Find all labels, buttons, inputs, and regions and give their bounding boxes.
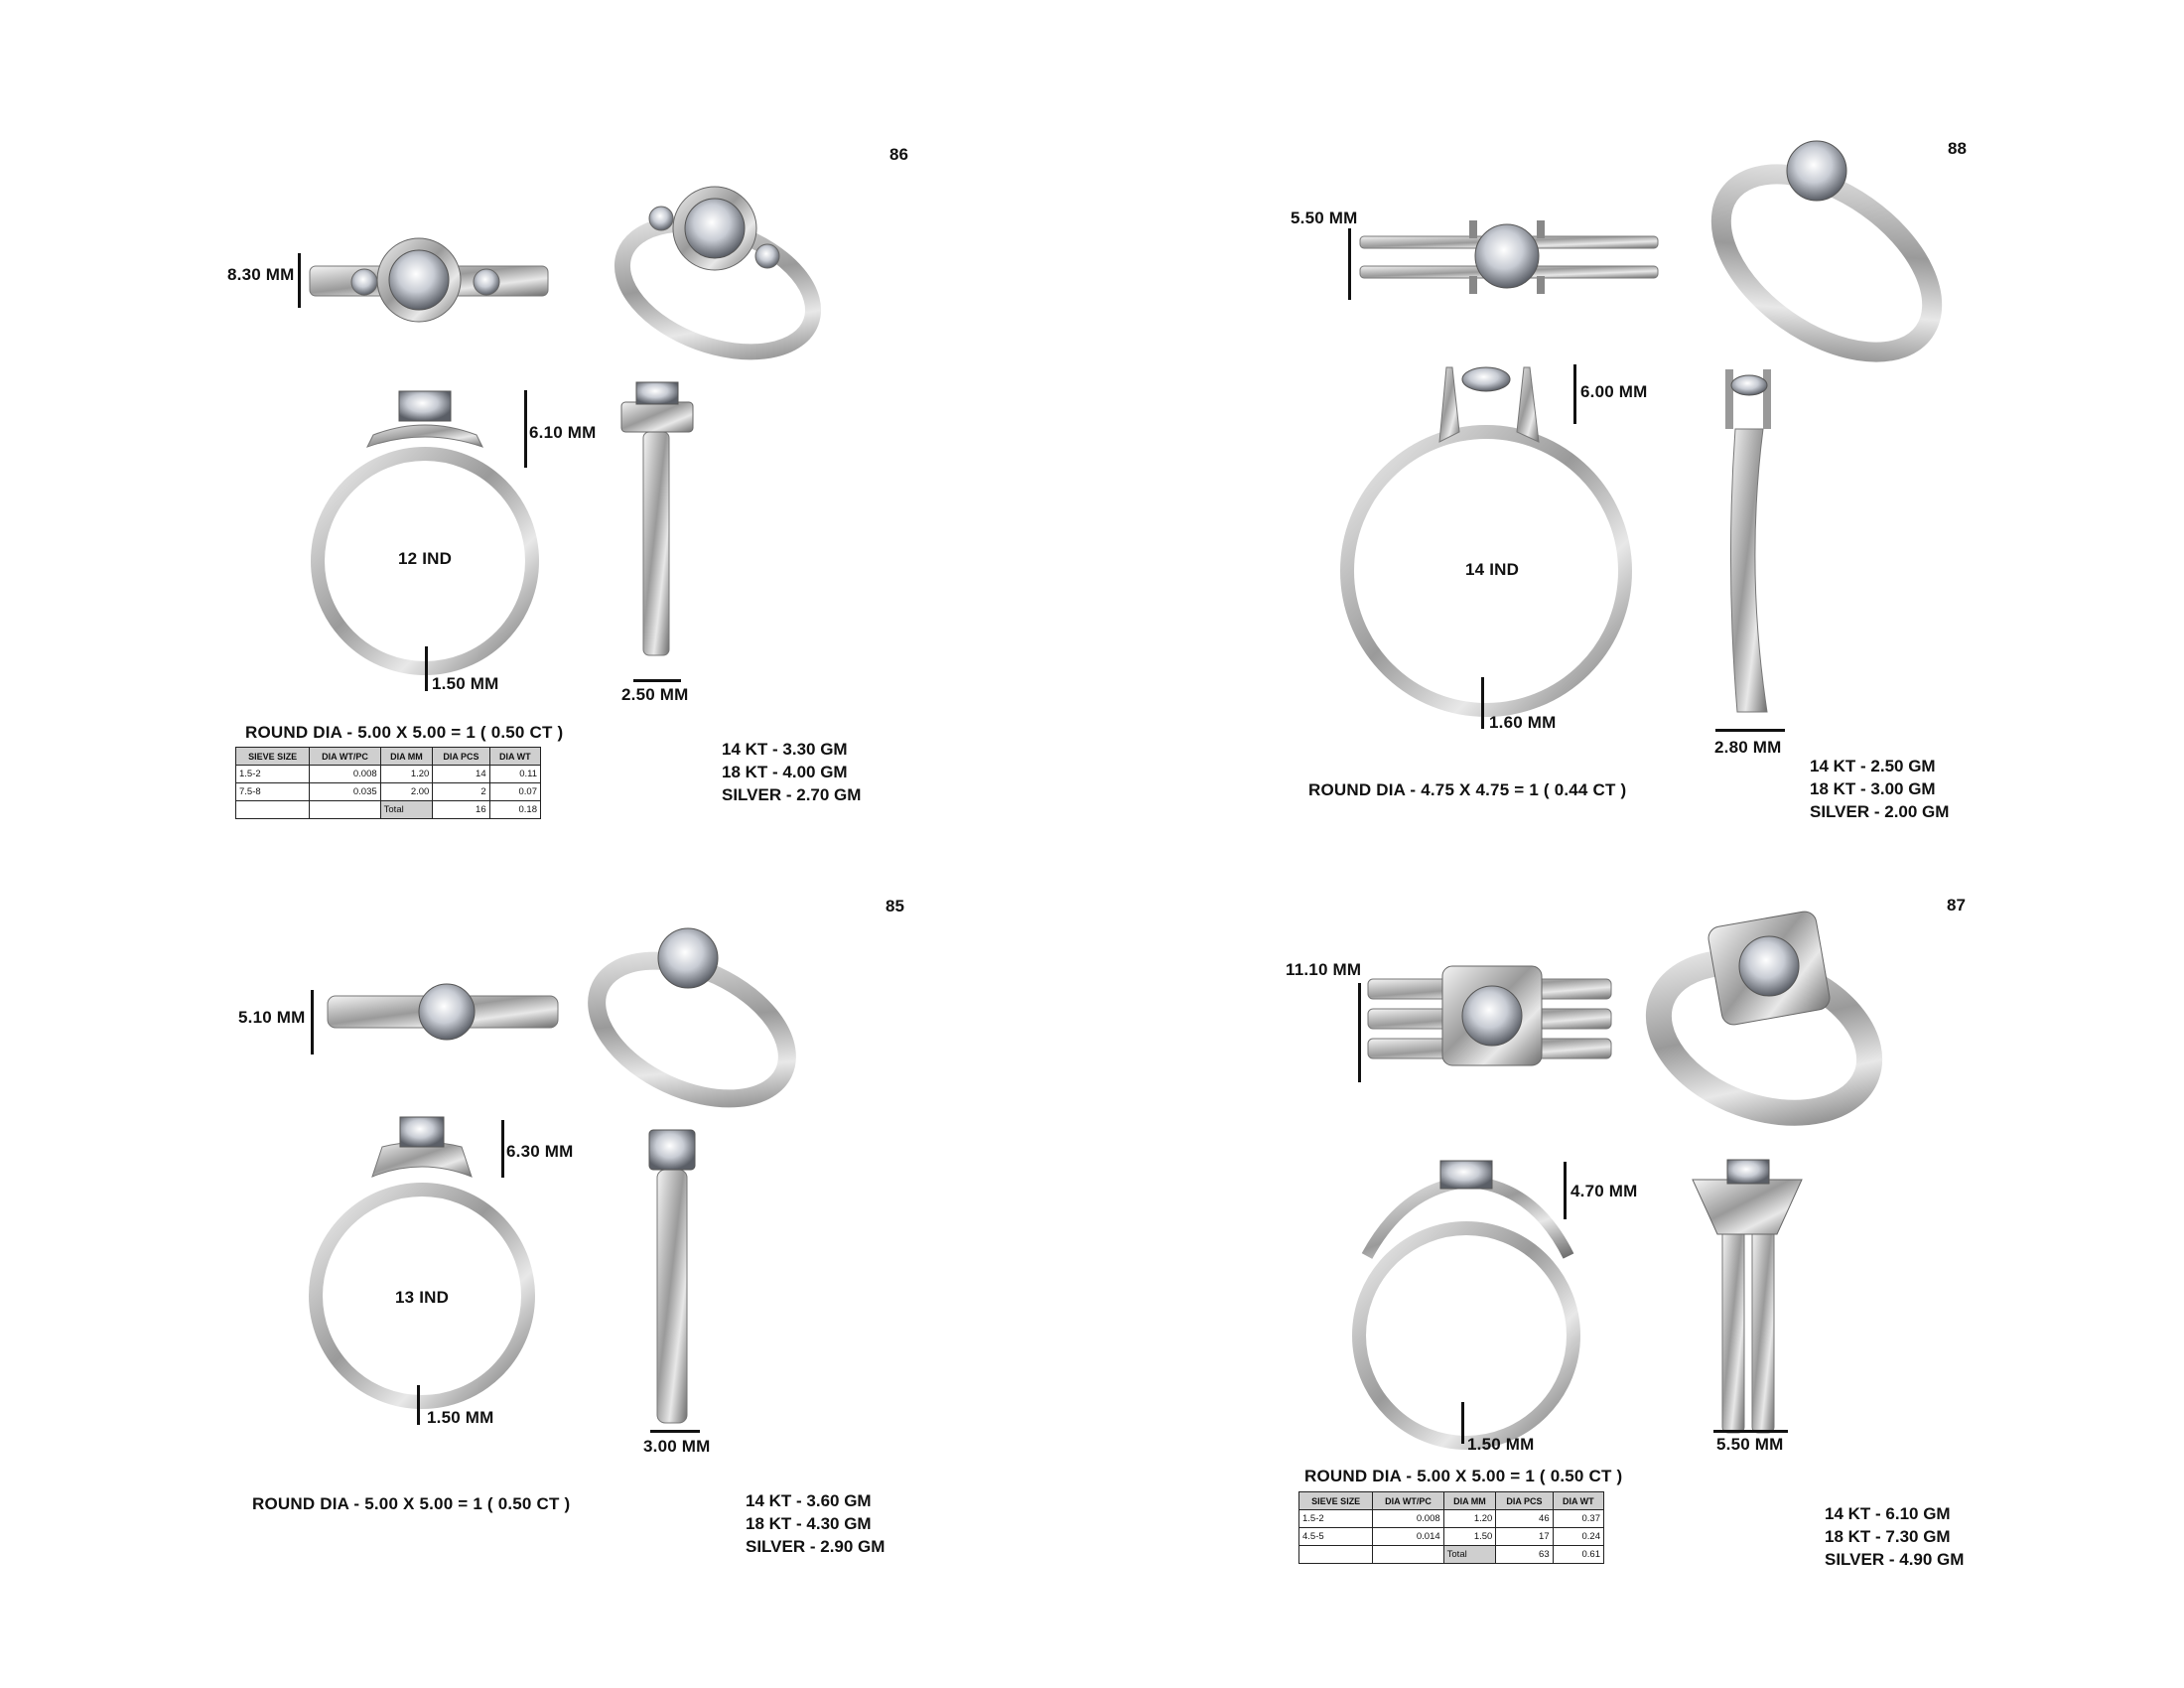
diamond-spec: ROUND DIA - 5.00 X 5.00 = 1 ( 0.50 CT ) <box>245 723 564 742</box>
table-row: 1.5-2 0.008 1.20 46 0.37 <box>1297 1509 1605 1528</box>
top-width-marker <box>311 990 314 1055</box>
side-width-marker <box>650 1430 700 1433</box>
height-label: 6.30 MM <box>506 1142 574 1161</box>
table-row: 7.5-8 0.035 2.00 2 0.07 <box>234 782 542 801</box>
height-marker <box>501 1120 504 1178</box>
ring-size-label: 12 IND <box>398 549 453 568</box>
col-header: DIA MM <box>379 747 434 766</box>
top-width-label: 11.10 MM <box>1286 960 1362 979</box>
ring-front-view-image <box>309 1116 535 1409</box>
top-width-marker <box>1358 983 1361 1082</box>
col-header: DIA MM <box>1442 1491 1497 1510</box>
side-width-label: 3.00 MM <box>643 1437 711 1456</box>
side-width-label: 2.80 MM <box>1714 738 1782 757</box>
col-header: DIA WT <box>488 747 542 766</box>
ring-perspective-image <box>1710 140 1943 362</box>
metal-weights: 14 KT - 6.10 GM 18 KT - 7.30 GM SILVER -… <box>1825 1504 1965 1569</box>
ring-front-view-image <box>1340 366 1632 717</box>
ring-top-view-image <box>1359 220 1659 294</box>
metal-weights: 14 KT - 2.50 GM 18 KT - 3.00 GM SILVER -… <box>1810 757 1950 821</box>
metal-weights: 14 KT - 3.30 GM 18 KT - 4.00 GM SILVER -… <box>722 740 862 804</box>
table-row: 4.5-5 0.014 1.50 17 0.24 <box>1297 1527 1605 1546</box>
ring-perspective-image <box>588 927 796 1108</box>
col-header: DIA WT <box>1552 1491 1605 1510</box>
side-width-marker <box>633 679 681 682</box>
ring-top-view-image <box>1367 965 1612 1066</box>
ring-perspective-image <box>614 186 822 360</box>
table-total-row: Total 16 0.18 <box>234 800 542 819</box>
ring-top-view-image <box>327 983 559 1041</box>
diamond-spec: ROUND DIA - 4.75 X 4.75 = 1 ( 0.44 CT ) <box>1308 780 1627 799</box>
diamond-spec: ROUND DIA - 5.00 X 5.00 = 1 ( 0.50 CT ) <box>1304 1467 1623 1485</box>
ring-front-view-image <box>1352 1160 1580 1450</box>
height-label: 6.10 MM <box>529 423 597 442</box>
top-width-marker <box>298 253 301 308</box>
col-header: DIA PCS <box>432 747 490 766</box>
page-number: 88 <box>1948 139 1967 158</box>
top-width-marker <box>1348 228 1351 300</box>
band-bottom-label: 1.60 MM <box>1489 713 1557 732</box>
diamond-table: SIEVE SIZE DIA WT/PC DIA MM DIA PCS DIA … <box>1297 1491 1605 1564</box>
ring-top-view-image <box>309 237 549 323</box>
band-bottom-marker <box>1461 1402 1464 1444</box>
col-header: DIA PCS <box>1495 1491 1554 1510</box>
height-marker <box>524 390 527 468</box>
page-number: 87 <box>1947 896 1966 914</box>
col-header: SIEVE SIZE <box>234 747 311 766</box>
top-width-label: 8.30 MM <box>227 265 295 284</box>
col-header: DIA WT/PC <box>309 747 381 766</box>
table-row: 1.5-2 0.008 1.20 14 0.11 <box>234 765 542 783</box>
ring-side-view-image <box>1692 1159 1803 1434</box>
page-number: 86 <box>889 145 908 164</box>
band-bottom-marker <box>1481 677 1484 729</box>
diamond-table: SIEVE SIZE DIA WT/PC DIA MM DIA PCS DIA … <box>234 747 542 819</box>
height-marker <box>1573 364 1576 424</box>
ring-size-label: 14 IND <box>1465 560 1520 579</box>
page-number: 85 <box>886 897 904 915</box>
height-label: 6.00 MM <box>1580 382 1648 401</box>
top-width-label: 5.10 MM <box>238 1008 306 1027</box>
ring-side-view-image <box>620 381 694 656</box>
ring-side-view-image <box>1725 369 1771 713</box>
ring-front-view-image <box>311 390 539 675</box>
side-width-label: 2.50 MM <box>621 685 689 704</box>
band-bottom-marker <box>417 1385 420 1425</box>
side-width-label: 5.50 MM <box>1716 1435 1784 1454</box>
band-bottom-label: 1.50 MM <box>432 674 499 693</box>
band-bottom-label: 1.50 MM <box>427 1408 494 1427</box>
col-header: DIA WT/PC <box>1372 1491 1444 1510</box>
side-width-marker <box>1715 729 1785 732</box>
band-bottom-label: 1.50 MM <box>1467 1435 1535 1454</box>
ring-perspective-image <box>1645 911 1883 1126</box>
band-bottom-marker <box>425 646 428 691</box>
ring-side-view-image <box>648 1129 696 1424</box>
top-width-label: 5.50 MM <box>1291 209 1358 227</box>
table-total-row: Total 63 0.61 <box>1297 1545 1605 1564</box>
side-width-marker <box>1713 1430 1788 1433</box>
col-header: SIEVE SIZE <box>1297 1491 1374 1510</box>
ring-size-label: 13 IND <box>395 1288 450 1307</box>
diamond-spec: ROUND DIA - 5.00 X 5.00 = 1 ( 0.50 CT ) <box>252 1494 571 1513</box>
metal-weights: 14 KT - 3.60 GM 18 KT - 4.30 GM SILVER -… <box>746 1491 886 1556</box>
height-label: 4.70 MM <box>1570 1182 1638 1200</box>
height-marker <box>1564 1162 1567 1219</box>
